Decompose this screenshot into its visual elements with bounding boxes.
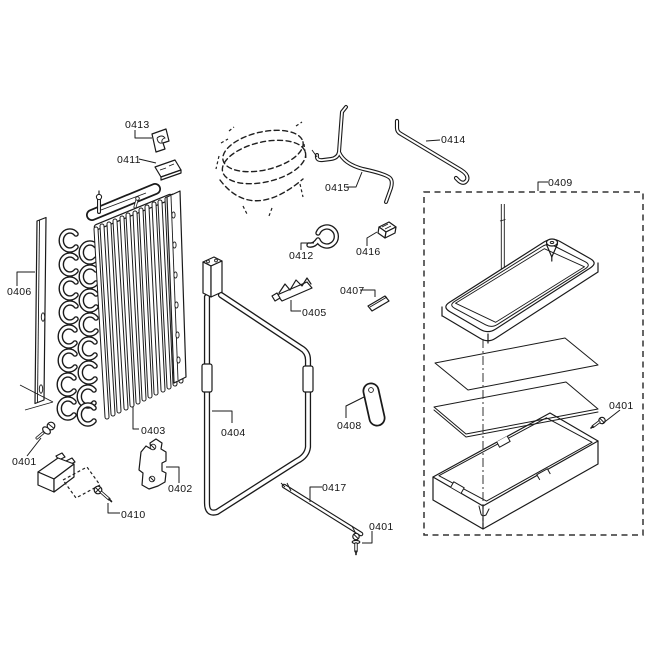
screw-0401-left (35, 421, 56, 440)
part-label-0416: 0416 (356, 246, 381, 258)
part-label-0405: 0405 (302, 307, 327, 319)
mounting-plate-phantom (62, 466, 101, 499)
end-plate (166, 190, 187, 384)
part-label-0408: 0408 (337, 420, 362, 432)
condenser-coil-0403 (59, 183, 187, 424)
part-label-0402: 0402 (168, 483, 193, 495)
part-label-0412: 0412 (289, 250, 314, 262)
cover-plate-0411 (154, 159, 182, 181)
leader-lines (16, 130, 621, 544)
heater-rod-0417 (280, 482, 364, 537)
part-label-0403: 0403 (141, 425, 166, 437)
bracket-0405 (271, 277, 313, 302)
bracket-0402 (138, 438, 167, 490)
part-label-0409: 0409 (548, 177, 573, 189)
part-label-0401-left: 0401 (12, 456, 37, 468)
cover-sheet-upper (434, 337, 599, 391)
part-label-0407: 0407 (340, 285, 365, 297)
connector-0416 (377, 221, 397, 239)
clamp-bracket (37, 452, 101, 499)
cover-sheet-lower (433, 381, 599, 438)
top-tube-loop (86, 183, 161, 221)
tube-ring-0412 (306, 224, 339, 249)
pan-assembly-0409 (423, 191, 644, 536)
part-labels: 0413 0411 0414 0415 0406 0412 0416 0407 … (7, 119, 634, 533)
clip-plate-0413 (151, 128, 170, 153)
assembly-pointer-lines (19, 384, 54, 411)
part-label-0415: 0415 (325, 182, 350, 194)
part-label-0404: 0404 (221, 427, 246, 439)
compressor-outline (215, 121, 307, 217)
part-label-0411: 0411 (117, 154, 141, 166)
part-label-0401-bottom: 0401 (369, 521, 394, 533)
part-label-0414: 0414 (441, 134, 466, 146)
support-rod-0414 (397, 121, 467, 183)
part-label-0406: 0406 (7, 286, 32, 298)
assembly-boundary-box (423, 191, 644, 536)
side-panel-0406 (19, 216, 54, 411)
part-label-0417: 0417 (322, 482, 347, 494)
part-label-0401-right: 0401 (609, 400, 634, 412)
screw-0410 (93, 485, 113, 503)
part-label-0410: 0410 (121, 509, 146, 521)
capillary-tube-0415 (311, 105, 394, 204)
part-label-0413: 0413 (125, 119, 150, 131)
cylinder-part-0408 (362, 382, 386, 427)
frame-connector-block (202, 256, 223, 298)
drain-funnel (545, 238, 559, 262)
clip-0407 (367, 295, 390, 312)
drip-tray (441, 204, 599, 344)
frame-tube-0404 (201, 256, 314, 513)
serpentine-tubes (59, 231, 96, 424)
screw-0401-bottom (351, 532, 361, 556)
service-valve (95, 190, 140, 214)
